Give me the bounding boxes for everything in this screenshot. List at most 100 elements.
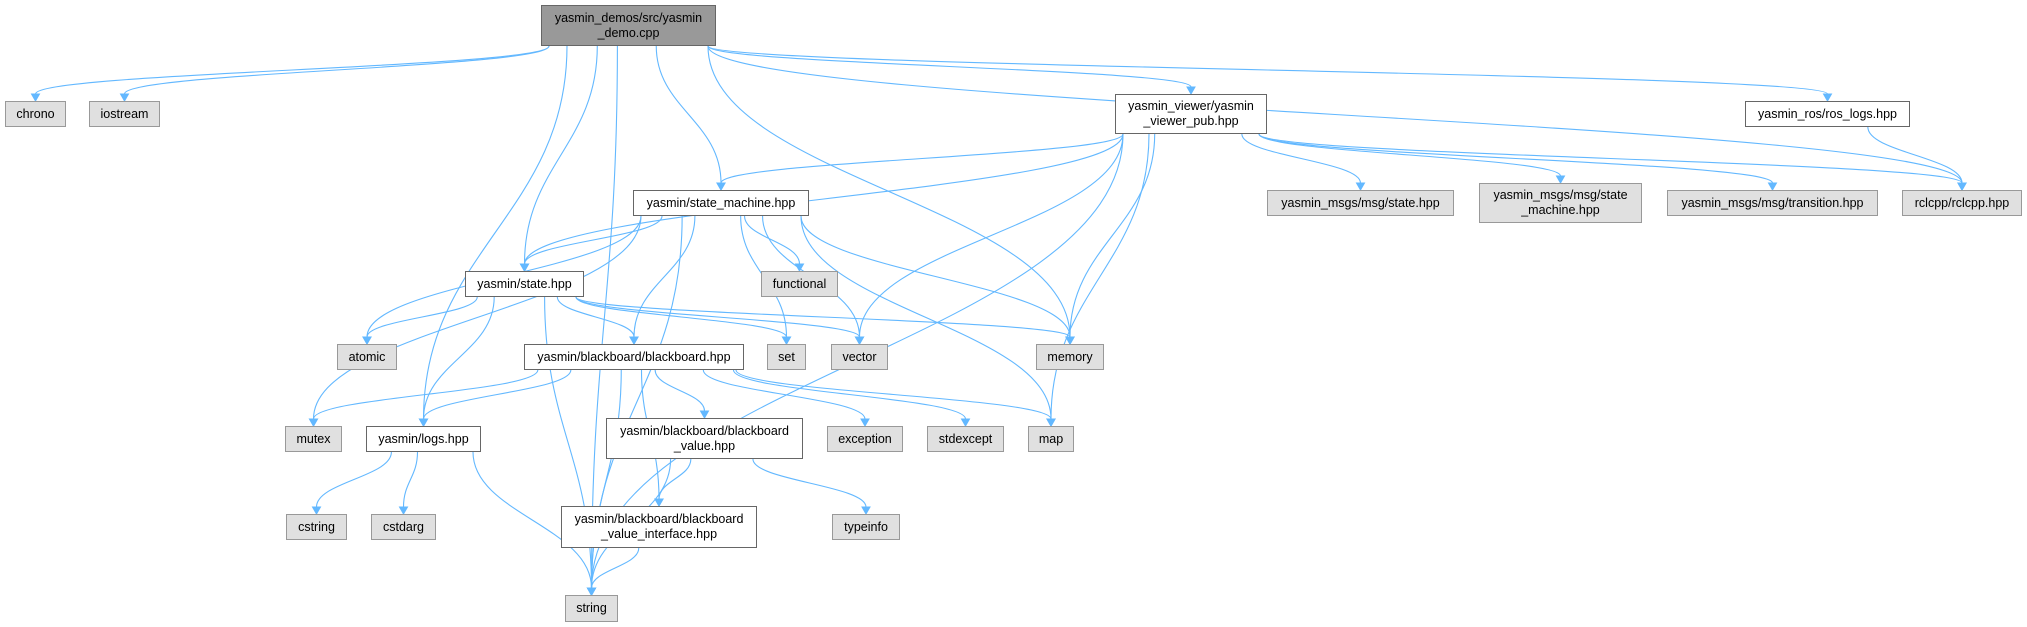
edge-viewer_pub-to-memory <box>1069 133 1156 338</box>
edge-state_machine-to-functional <box>744 215 801 265</box>
edge-main-to-string <box>590 45 618 589</box>
arrowhead-icon <box>308 418 319 428</box>
edge-state-to-blackboard <box>556 296 635 338</box>
node-label: _demo.cpp <box>597 25 660 40</box>
node-chrono[interactable]: chrono <box>5 101 66 127</box>
arrowhead-icon <box>1822 93 1833 103</box>
edge-viewer_pub-to-map <box>1050 133 1150 420</box>
edge-logs-to-cstring <box>315 451 392 508</box>
edge-state-to-memory <box>575 296 1071 338</box>
edge-state-to-atomic <box>366 296 478 338</box>
edge-bb_value_interface-to-string <box>590 547 640 589</box>
edge-main-to-iostream <box>123 45 550 95</box>
node-map[interactable]: map <box>1028 426 1074 452</box>
arrowhead-icon <box>861 506 871 516</box>
node-atomic[interactable]: atomic <box>337 344 397 370</box>
arrowhead-icon <box>1355 182 1366 192</box>
arrowhead-icon <box>654 498 664 508</box>
node-iostream[interactable]: iostream <box>89 101 160 127</box>
node-typeinfo[interactable]: typeinfo <box>832 514 900 540</box>
edge-viewer_pub-to-msgs_sm <box>1258 133 1562 177</box>
node-label: yasmin/state.hpp <box>477 276 572 291</box>
arrowhead-icon <box>854 336 865 346</box>
arrowhead-icon <box>860 418 870 428</box>
node-set[interactable]: set <box>767 344 806 370</box>
node-label: string <box>576 601 607 615</box>
edge-main-to-ros_logs <box>707 45 1829 95</box>
node-ros-logs[interactable]: yasmin_ros/ros_logs.hpp <box>1745 101 1910 127</box>
node-bb-value[interactable]: yasmin/blackboard/blackboard_value.hpp <box>606 418 803 459</box>
edge-state-to-set <box>575 296 788 338</box>
node-label: _value.hpp <box>673 438 736 453</box>
arrowhead-icon <box>781 336 792 346</box>
node-label: yasmin/state_machine.hpp <box>646 195 796 210</box>
node-label: rclcpp/rclcpp.hpp <box>1914 195 2010 210</box>
node-blackboard[interactable]: yasmin/blackboard/blackboard.hpp <box>524 344 744 370</box>
node-logs[interactable]: yasmin/logs.hpp <box>366 426 481 452</box>
arrowhead-icon <box>418 418 429 428</box>
node-label: iostream <box>100 106 149 121</box>
node-label: yasmin_ros/ros_logs.hpp <box>1758 106 1897 121</box>
node-label: _machine.hpp <box>1521 203 1600 217</box>
node-msgs-state[interactable]: yasmin_msgs/msg/state.hpp <box>1267 190 1454 216</box>
edge-blackboard-to-logs <box>422 369 572 420</box>
edge-blackboard-to-bb_value <box>654 369 706 412</box>
node-bb-value-interface[interactable]: yasmin/blackboard/blackboard_value_inter… <box>561 506 757 548</box>
arrowhead-icon <box>1186 86 1196 96</box>
arrowhead-icon <box>794 263 805 273</box>
node-label: chrono <box>16 106 55 121</box>
node-label: yasmin_demos/src/yasmin <box>554 10 703 25</box>
arrowhead-icon <box>519 263 530 273</box>
edge-blackboard-to-stdexcept <box>732 369 967 420</box>
node-label: _viewer_pub.hpp <box>1143 114 1239 128</box>
edge-viewer_pub-to-msgs_state <box>1241 133 1362 184</box>
node-label: _value_interface.hpp <box>600 527 718 541</box>
node-label: yasmin_msgs/msg/state <box>1493 188 1628 202</box>
edge-viewer_pub-to-rclcpp <box>1258 133 1963 184</box>
node-cstdarg[interactable]: cstdarg <box>371 514 436 540</box>
node-label: exception <box>838 431 892 446</box>
arrowhead-icon <box>30 93 41 103</box>
arrowhead-icon <box>586 587 597 597</box>
node-label: functional <box>772 276 827 291</box>
node-memory[interactable]: memory <box>1036 344 1104 370</box>
node-label: yasmin_viewer/yasmin <box>1128 99 1254 113</box>
node-mutex[interactable]: mutex <box>285 426 342 452</box>
node-viewer-pub[interactable]: yasmin_viewer/yasmin_viewer_pub.hpp <box>1115 94 1267 134</box>
arrowhead-icon <box>960 418 971 428</box>
edge-state-to-vector <box>575 296 861 338</box>
arrowhead-icon <box>1046 418 1056 428</box>
edge-viewer_pub-to-state <box>523 133 1124 265</box>
node-state-machine[interactable]: yasmin/state_machine.hpp <box>633 190 809 216</box>
edge-logs-to-string <box>472 451 593 589</box>
node-label: cstdarg <box>383 519 424 534</box>
node-state[interactable]: yasmin/state.hpp <box>465 271 584 297</box>
edge-blackboard-to-mutex <box>312 369 539 420</box>
node-label: memory <box>1047 349 1093 364</box>
edge-blackboard-to-string <box>590 369 622 589</box>
node-exception[interactable]: exception <box>827 426 903 452</box>
node-label: set <box>778 349 795 364</box>
node-label: yasmin/blackboard/blackboard.hpp <box>537 349 731 364</box>
edge-logs-to-cstdarg <box>402 451 419 508</box>
arrowhead-icon <box>1065 336 1075 346</box>
edge-state_machine-to-mutex <box>312 215 642 420</box>
node-label: yasmin/blackboard/blackboard <box>620 423 789 438</box>
node-functional[interactable]: functional <box>761 271 838 297</box>
arrowhead-icon <box>716 182 726 192</box>
node-label: map <box>1038 431 1064 446</box>
edge-blackboard-to-map <box>735 369 1052 420</box>
node-cstring[interactable]: cstring <box>286 514 347 540</box>
node-msgs-sm[interactable]: yasmin_msgs/msg/state_machine.hpp <box>1479 183 1642 223</box>
node-label: yasmin_msgs/msg/state.hpp <box>1281 195 1440 210</box>
node-stdexcept[interactable]: stdexcept <box>927 426 1004 452</box>
edge-main-to-chrono <box>34 45 550 95</box>
node-msgs-transition[interactable]: yasmin_msgs/msg/transition.hpp <box>1667 190 1878 216</box>
node-main[interactable]: yasmin_demos/src/yasmin_demo.cpp <box>541 5 716 46</box>
arrowhead-icon <box>699 410 710 420</box>
node-vector[interactable]: vector <box>831 344 888 370</box>
node-string[interactable]: string <box>565 595 618 622</box>
node-label: yasmin_msgs/msg/transition.hpp <box>1681 195 1864 210</box>
node-rclcpp[interactable]: rclcpp/rclcpp.hpp <box>1902 190 2022 216</box>
